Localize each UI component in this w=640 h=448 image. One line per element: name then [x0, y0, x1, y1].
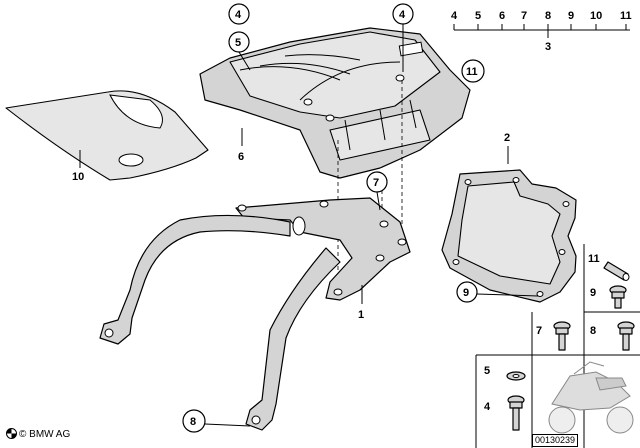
svg-text:4: 4	[451, 10, 458, 22]
callout-9-main: 9	[456, 281, 478, 303]
legend-item-11-pin[interactable]: 11	[588, 253, 630, 281]
svg-text:5: 5	[235, 37, 241, 49]
svg-text:4: 4	[484, 401, 491, 413]
label-10: 10	[72, 171, 84, 183]
part-10-cover-plate[interactable]	[5, 90, 209, 181]
svg-text:5: 5	[484, 365, 490, 377]
bmw-logo-icon	[6, 428, 17, 439]
svg-text:9: 9	[568, 10, 574, 22]
callout-4-top: 4	[228, 3, 250, 25]
callout-8-bottom: 8	[182, 409, 206, 433]
svg-text:8: 8	[190, 416, 196, 428]
label-2: 2	[504, 132, 510, 144]
leader-callout-9	[476, 293, 539, 297]
part-2-side-plate[interactable]	[441, 169, 577, 303]
svg-text:7: 7	[373, 177, 379, 189]
legend-item-8-bolt[interactable]: 8	[590, 321, 635, 351]
svg-text:10: 10	[590, 10, 602, 22]
callout-7-main: 7	[366, 171, 388, 193]
svg-text:4: 4	[235, 9, 242, 21]
legend-item-5-washer[interactable]: 5	[484, 365, 526, 381]
label-3: 3	[545, 41, 551, 53]
svg-text:7: 7	[536, 325, 542, 337]
leader-callout-7	[376, 191, 381, 211]
svg-text:8: 8	[590, 325, 596, 337]
legend-item-7-bolt[interactable]: 7	[536, 321, 571, 351]
svg-text:5: 5	[475, 10, 481, 22]
svg-text:9: 9	[590, 287, 596, 299]
svg-text:6: 6	[499, 10, 505, 22]
leader-callout-5	[238, 51, 251, 71]
callout-4-right: 4	[392, 3, 414, 25]
label-1: 1	[358, 309, 364, 321]
legend-item-9-bolt[interactable]: 9	[590, 285, 627, 309]
svg-text:11: 11	[588, 253, 600, 265]
callout-5-top: 5	[228, 31, 250, 53]
callout-11-main: 11	[461, 59, 485, 83]
reference-bar-3: 4 5 6 7 8 9 10 11 3	[451, 10, 632, 53]
legend-item-4-bolt[interactable]: 4	[484, 395, 525, 431]
copyright: © BMW AG	[6, 428, 70, 440]
svg-text:8: 8	[545, 10, 551, 22]
svg-text:7: 7	[521, 10, 527, 22]
leader-callout-8	[204, 423, 251, 427]
image-id: 00130239	[532, 434, 579, 447]
svg-text:9: 9	[463, 287, 469, 299]
svg-text:4: 4	[399, 9, 406, 21]
svg-text:11: 11	[620, 10, 632, 22]
label-6: 6	[238, 151, 244, 163]
svg-text:11: 11	[466, 66, 478, 78]
part-1-carrier-frame[interactable]	[99, 197, 411, 431]
motorcycle-locator-image	[548, 361, 634, 434]
